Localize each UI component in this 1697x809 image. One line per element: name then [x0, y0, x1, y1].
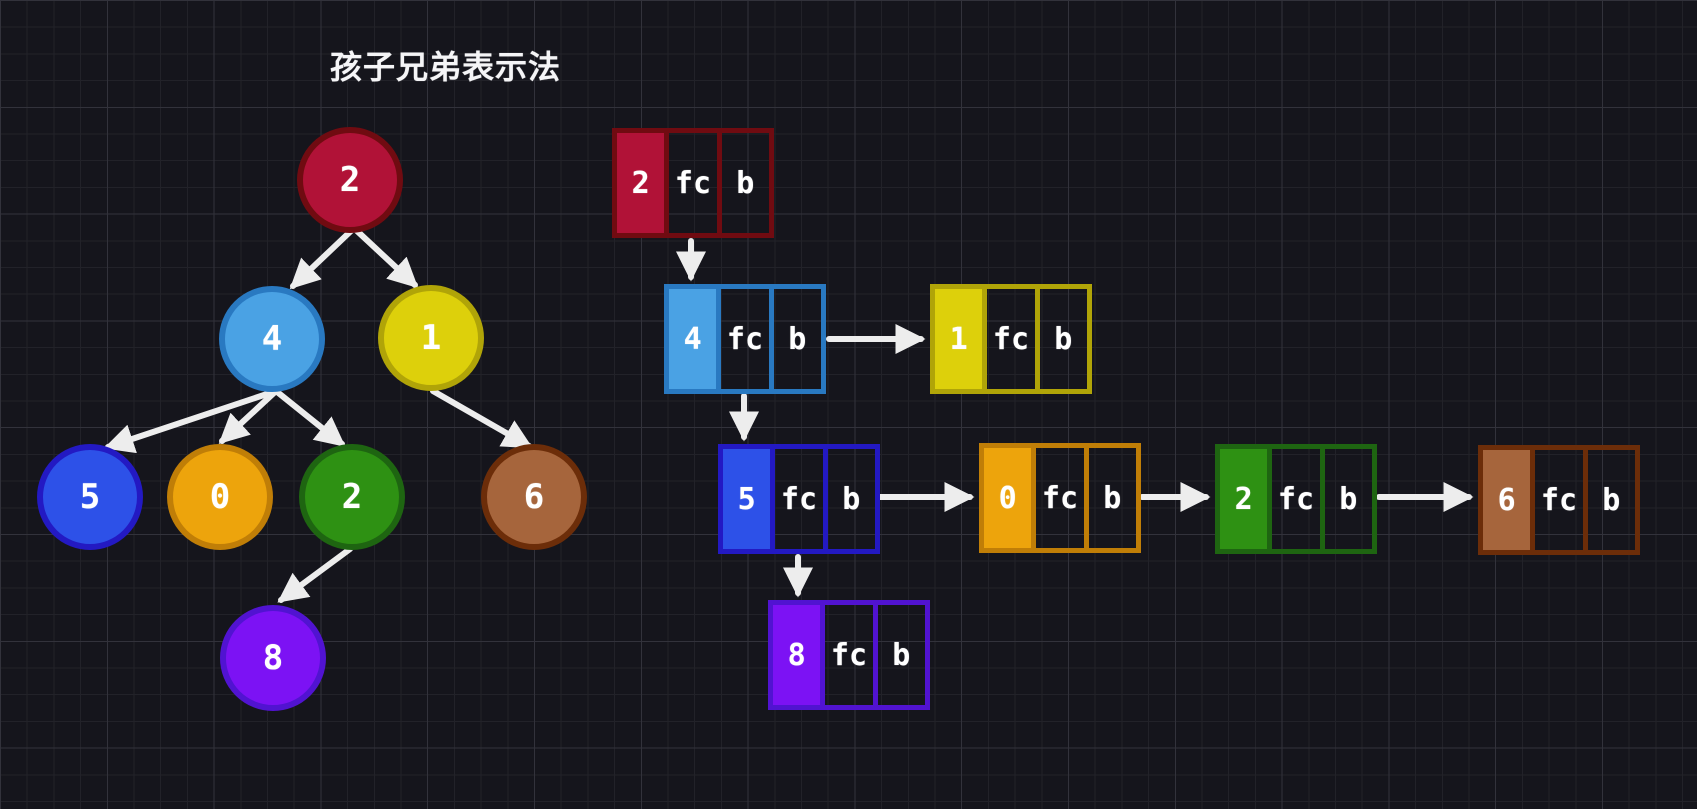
- value-cell: 4: [669, 289, 722, 389]
- tree-node-0: 0: [167, 444, 273, 550]
- first-child-cell: fc: [825, 605, 878, 705]
- brother-cell: b: [1103, 480, 1122, 516]
- tree-node-4: 4: [219, 286, 325, 392]
- brother-cell: b: [1339, 481, 1358, 517]
- first-child-cell: fc: [1272, 449, 1325, 549]
- value-cell: 5: [723, 449, 776, 549]
- first-child-cell: fc: [669, 133, 722, 233]
- first-child-cell: fc: [775, 449, 828, 549]
- brother-cell: b: [788, 321, 807, 357]
- value-cell: 6: [1483, 450, 1536, 550]
- diagram-title: 孩子兄弟表示法: [330, 48, 562, 86]
- value-cell: 8: [773, 605, 826, 705]
- value-cell: 2: [1220, 449, 1273, 549]
- tree-node-2-child: 2: [299, 444, 405, 550]
- first-child-cell: fc: [1036, 448, 1089, 548]
- tree-node-label: 6: [523, 477, 545, 517]
- arrow-tree-1-to-6: [430, 388, 533, 449]
- tree-node-label: 1: [420, 318, 442, 358]
- brother-cell: b: [892, 637, 911, 673]
- brother-cell: b: [1602, 482, 1621, 518]
- arrow-tree-4-to-5: [103, 388, 279, 454]
- tree-node-label: 8: [262, 638, 284, 678]
- brother-cell: b: [1054, 321, 1073, 357]
- tree-node-label: 4: [261, 319, 283, 359]
- tree-node-label: 2: [339, 160, 361, 200]
- arrow-tree-4-to-2: [273, 388, 346, 447]
- tree-node-8: 8: [220, 605, 326, 711]
- first-child-cell: fc: [721, 289, 774, 389]
- tree-node-label: 0: [209, 477, 231, 517]
- value-cell: 1: [935, 289, 988, 389]
- brother-cell: b: [736, 165, 755, 201]
- arrow-tree-2-to-1: [353, 227, 419, 289]
- first-child-cell: fc: [1535, 450, 1588, 550]
- value-cell: 2: [617, 133, 670, 233]
- tree-node-1: 1: [378, 285, 484, 391]
- tree-node-5: 5: [37, 444, 143, 550]
- first-child-cell: fc: [987, 289, 1040, 389]
- tree-node-label: 5: [79, 477, 101, 517]
- arrow-tree-2-to-8: [277, 546, 353, 603]
- value-cell: 0: [984, 448, 1037, 548]
- tree-node-label: 2: [341, 477, 363, 517]
- tree-node-6: 6: [481, 444, 587, 550]
- brother-cell: b: [842, 481, 861, 517]
- arrow-tree-4-to-0: [218, 388, 279, 445]
- arrow-tree-2-to-4: [289, 227, 355, 290]
- tree-node-2-root: 2: [297, 127, 403, 233]
